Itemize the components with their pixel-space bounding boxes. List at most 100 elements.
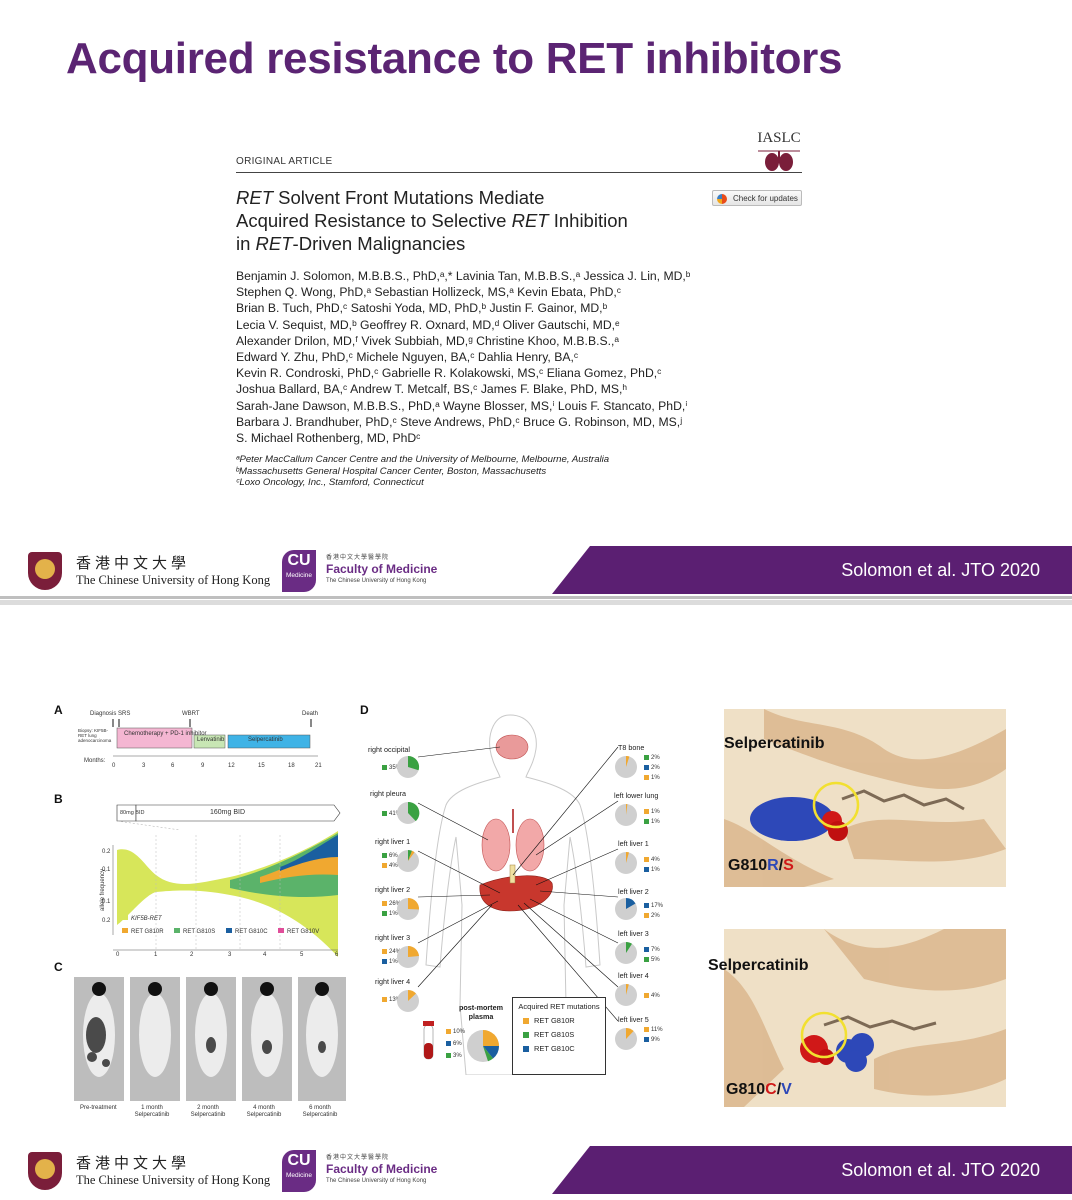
pct: 1%: [644, 819, 660, 825]
lungs-icon: [758, 150, 800, 171]
pie-right-liver-3: [397, 945, 419, 968]
pct: 4%: [644, 993, 660, 999]
site-right-liver-1: right liver 1: [375, 837, 411, 846]
legend-item: RET G810C: [523, 1044, 605, 1053]
mutation-legend: Acquired RET mutations RET G810R RET G81…: [512, 997, 606, 1075]
legend-kif5b: KIF5B-RET: [122, 915, 162, 922]
pct: 1%: [382, 911, 398, 917]
pie-left-liver-4: [615, 984, 637, 1006]
treatment-chemo: Chemotherapy + PD-1 inhibitor: [124, 731, 207, 737]
protein-structure-image: [724, 709, 1006, 887]
pie-right-liver-4: [397, 990, 419, 1012]
citation-band: [552, 1146, 1072, 1194]
event-wbrt: WBRT: [182, 711, 200, 717]
faculty-name: Faculty of Medicine: [326, 1162, 438, 1176]
divider: [236, 172, 802, 173]
y-tick: 0.2: [102, 849, 111, 855]
faculty-name: Faculty of Medicine: [326, 562, 438, 576]
cuhk-name-english: The Chinese University of Hong Kong: [76, 573, 271, 587]
pie-left-liver-1: [615, 851, 637, 874]
iaslc-logo-text: IASLC: [757, 130, 801, 146]
scan-label-4month: 4 month Selpercatinib: [246, 1105, 282, 1118]
panel-label-c: C: [54, 960, 63, 974]
site-right-liver-3: right liver 3: [375, 933, 411, 942]
slide-1: Acquired resistance to RET inhibitors IA…: [0, 34, 1072, 600]
x-tick: 4: [263, 952, 267, 958]
cuhk-logo: 香港中文大學 The Chinese University of Hong Ko…: [28, 1150, 270, 1194]
pct: 6%: [382, 853, 398, 859]
author-line: S. Michael Rothenberg, MD, PhDᶜ: [236, 431, 421, 446]
pct: 4%: [382, 863, 398, 869]
pie-right-occipital: [397, 755, 420, 778]
pct: 11%: [644, 1027, 663, 1033]
pet-scan-images: [72, 975, 346, 1103]
plasma-label: post-mortem plasma: [459, 1003, 503, 1021]
faculty-name-chinese: 香港中文大學醫學院: [326, 555, 390, 561]
author-list: Benjamin J. Solomon, M.B.B.S., PhD,ᵃ,* L…: [236, 268, 806, 446]
pie-left-liver-5: [615, 1027, 637, 1050]
mutation-label-top: G810R/S: [728, 857, 794, 874]
site-right-liver-2: right liver 2: [375, 885, 411, 894]
check-for-updates-button[interactable]: Check for updates: [712, 190, 802, 206]
site-left-liver-4: left liver 4: [618, 971, 649, 980]
x-tick: 0: [116, 952, 120, 958]
legend-title: Acquired RET mutations: [518, 1002, 600, 1011]
pct: 5%: [644, 957, 660, 963]
legend-item: RET G810S: [523, 1030, 605, 1039]
drug-label-bottom: Selpercatinib: [708, 957, 809, 974]
site-right-occipital: right occipital: [368, 745, 410, 754]
pie-right-liver-2: [397, 898, 420, 920]
protein-structure-image: [724, 929, 1006, 1107]
legend-g810v: RET G810V: [278, 928, 319, 935]
y-tick: 0.2: [102, 918, 111, 924]
affiliation: ᵃPeter MacCallum Cancer Centre and the U…: [236, 454, 610, 465]
month-tick: 6: [171, 763, 175, 769]
citation-band: [552, 546, 1072, 594]
pct: 1%: [644, 775, 660, 781]
pct: 35%: [382, 765, 401, 771]
pct: 41%: [382, 811, 401, 817]
cuhk-crest-icon: [28, 1152, 62, 1190]
iaslc-logo: IASLC: [754, 130, 804, 178]
legend-item: RET G810R: [523, 1016, 605, 1025]
citation: Solomon et al. JTO 2020: [841, 560, 1040, 580]
pct: 26%: [382, 901, 401, 907]
structure-g810rs: [724, 709, 1006, 887]
site-left-liver-2: left liver 2: [618, 887, 649, 896]
author-line: Kevin R. Condroski, PhD,ᶜ Gabrielle R. K…: [236, 366, 662, 381]
cuhk-name-english: The Chinese University of Hong Kong: [76, 1173, 271, 1187]
pie-left-liver-3: [615, 942, 637, 964]
legend-g810r: RET G810R: [122, 928, 164, 935]
divider: [0, 596, 1072, 599]
cuhk-name-chinese: 香港中文大學: [76, 554, 191, 572]
site-right-pleura: right pleura: [370, 789, 406, 798]
month-tick: 18: [288, 763, 295, 769]
site-right-liver-4: right liver 4: [375, 977, 411, 986]
author-line: Barbara J. Brandhuber, PhD,ᶜ Steve Andre…: [236, 414, 683, 429]
pct: 17%: [644, 903, 663, 909]
author-line: Brian B. Tuch, PhD,ᶜ Satoshi Yoda, MD, P…: [236, 301, 608, 316]
pie-plasma: [467, 1030, 499, 1062]
affiliation: ᶜLoxo Oncology, Inc., Stamford, Connecti…: [236, 477, 424, 489]
site-left-liver-5: left liver 5: [618, 1015, 649, 1024]
pct: 10%: [446, 1029, 465, 1035]
scan-label-pretreatment: Pre-treatment: [80, 1105, 117, 1111]
legend-g810c: RET G810C: [226, 928, 268, 935]
pct: 1%: [644, 809, 660, 815]
cuhk-name-chinese: 香港中文大學: [76, 1154, 191, 1172]
x-tick: 1: [154, 952, 158, 958]
slide-footer: 香港中文大學 The Chinese University of Hong Ko…: [0, 540, 1072, 600]
faculty-subtitle: The Chinese University of Hong Kong: [326, 578, 427, 584]
site-left-liver-1: left liver 1: [618, 839, 649, 848]
month-tick: 9: [201, 763, 205, 769]
paper-title: RET Solvent Front Mutations Mediate Acqu…: [236, 187, 628, 254]
event-death: Death: [302, 711, 319, 717]
slide-title: Acquired resistance to RET inhibitors: [66, 34, 843, 83]
body-diagram: [417, 714, 619, 1075]
x-tick: 3: [228, 952, 232, 958]
month-tick: 21: [315, 763, 322, 769]
structure-g810cv: [724, 929, 1006, 1107]
site-t8-bone: T8 bone: [618, 743, 645, 752]
